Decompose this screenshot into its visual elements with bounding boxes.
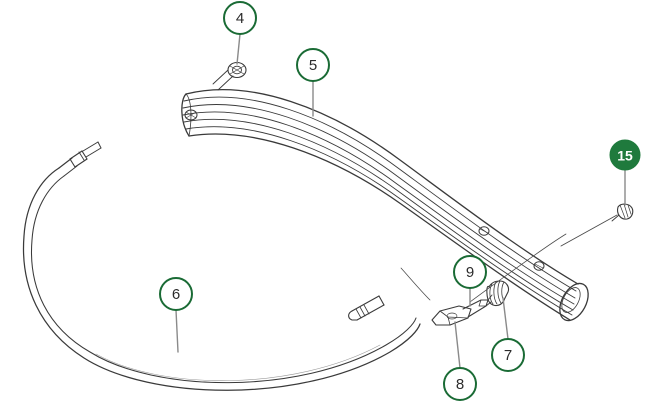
callout-7[interactable]: 7 [491,338,525,372]
callout-label-15: 15 [617,148,633,164]
callout-label-5: 5 [309,57,317,74]
callout-5[interactable]: 5 [296,48,330,82]
hose-ferrule-mid [348,295,385,321]
part-retaining-clip [462,294,493,318]
callout-label-6: 6 [172,286,180,303]
callout-label-4: 4 [236,10,244,27]
part-ribbed-bushing [486,280,510,307]
callout-circle-9 [453,255,487,289]
callout-9[interactable]: 9 [453,255,487,289]
callout-6[interactable]: 6 [159,277,193,311]
callout-circle-15 [609,139,641,171]
callout-label-8: 8 [456,376,464,393]
callout-circle-8 [443,367,477,401]
part-bracket-tab [431,305,472,326]
callout-circle-7 [491,338,525,372]
part-ribbed-main-tube [181,89,589,322]
callout-4[interactable]: 4 [223,1,257,35]
leader-line-6 [175,309,179,353]
leader-line-8 [454,321,461,369]
callout-circle-5 [296,48,330,82]
hose-nozzle-left [58,141,102,177]
callout-circle-4 [223,1,257,35]
callout-circle-6 [159,277,193,311]
part-lower-hose [22,141,421,391]
tube-stud-lower [533,261,545,271]
leader-line-4 [236,33,241,65]
tube-stud-left [184,109,198,121]
callout-8[interactable]: 8 [443,367,477,401]
leader-line-7 [502,297,509,340]
callout-label-9: 9 [466,264,474,281]
callout-15[interactable]: 15 [609,139,641,171]
callout-label-7: 7 [504,347,512,364]
tube-stud-mid [478,226,490,236]
